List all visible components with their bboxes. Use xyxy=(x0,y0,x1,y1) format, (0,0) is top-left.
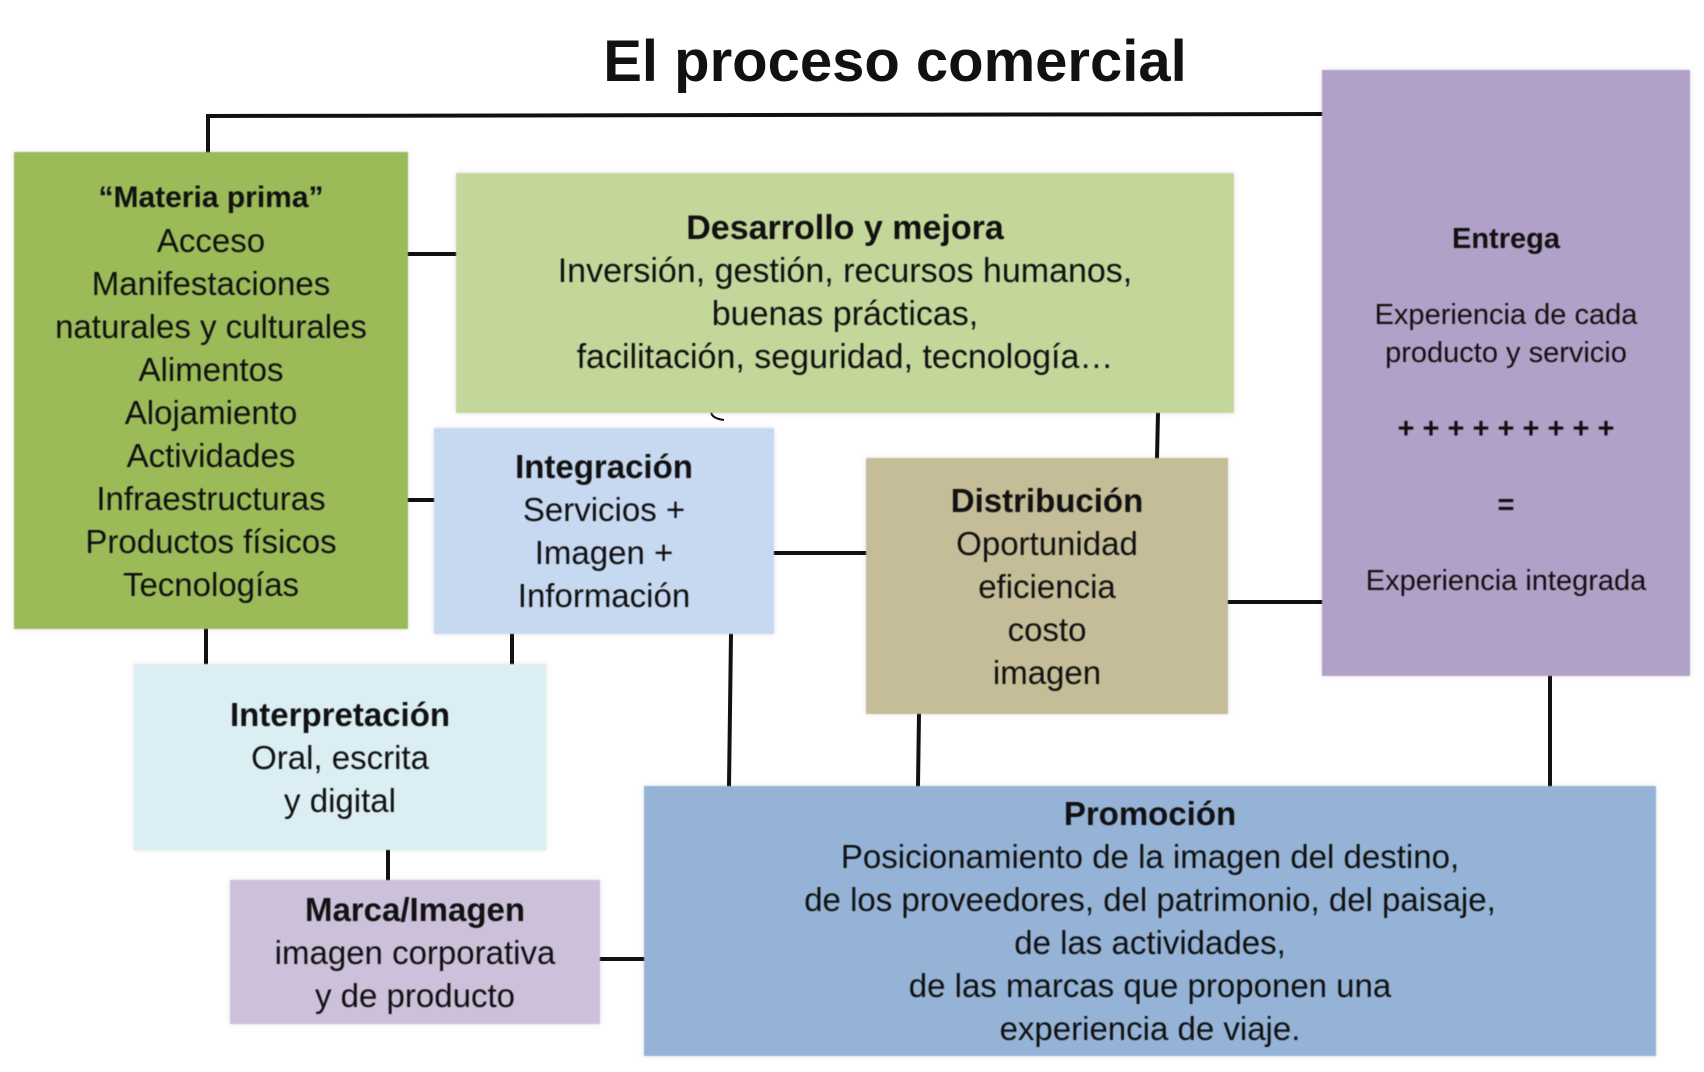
materia-prima-item: Productos físicos xyxy=(85,522,337,560)
desarrollo-text: facilitación, seguridad, tecnología… xyxy=(576,338,1114,376)
promocion-text: Posicionamiento de la imagen del destino… xyxy=(840,838,1460,875)
diagram-title: El proceso comercial xyxy=(603,29,1187,94)
distribucion-text: costo xyxy=(1007,610,1087,648)
materia-prima-item: Acceso xyxy=(156,221,266,259)
marca-heading: Marca/Imagen xyxy=(304,890,526,928)
interpretacion-heading: Interpretación xyxy=(229,695,451,733)
materia-prima-item: Infraestructuras xyxy=(96,479,326,517)
distribucion-text: eficiencia xyxy=(978,567,1116,605)
interpretacion-box: Interpretación Oral, escrita y digital xyxy=(134,664,546,850)
integracion-text: Imagen + xyxy=(534,534,674,571)
marca-imagen-box: Marca/Imagen imagen corporativa y de pro… xyxy=(230,880,600,1024)
integracion-text: Información xyxy=(517,577,691,614)
integracion-box: Integración Servicios + Imagen + Informa… xyxy=(434,428,774,634)
materia-prima-item: Actividades xyxy=(126,436,296,474)
materia-prima-item: Alojamiento xyxy=(124,393,298,431)
materia-prima-item: Alimentos xyxy=(138,350,284,388)
promocion-text: experiencia de viaje. xyxy=(999,1010,1301,1047)
distribucion-text: imagen xyxy=(992,653,1102,691)
distribucion-heading: Distribución xyxy=(950,481,1144,519)
promocion-text: de las marcas que proponen una xyxy=(908,967,1392,1004)
entrega-box: Entrega Experiencia de cada producto y s… xyxy=(1322,70,1690,676)
promocion-box: Promoción Posicionamiento de la imagen d… xyxy=(644,786,1656,1056)
materia-prima-heading: “Materia prima” xyxy=(98,180,324,214)
interpretacion-text: y digital xyxy=(284,781,396,819)
integracion-heading: Integración xyxy=(515,448,693,485)
entrega-heading: Entrega xyxy=(1452,223,1560,255)
materia-prima-item: Tecnologías xyxy=(122,565,300,603)
connector-desarrollo-distribucion xyxy=(1154,410,1161,461)
marca-text: imagen corporativa xyxy=(274,933,556,971)
desarrollo-text: buenas prácticas, xyxy=(711,295,979,333)
marca-text: y de producto xyxy=(315,976,515,1014)
connector-materia-entrega xyxy=(206,111,1325,154)
entrega-plus-row: + + + + + + + + + xyxy=(1397,413,1615,445)
promocion-heading: Promoción xyxy=(1063,795,1237,832)
entrega-result: Experiencia integrada xyxy=(1365,565,1647,597)
integracion-text: Servicios + xyxy=(522,491,686,528)
materia-prima-item: Manifestaciones xyxy=(91,264,331,302)
desarrollo-box: Desarrollo y mejora Inversión, gestión, … xyxy=(456,173,1234,413)
distribucion-box: Distribución Oportunidad eficiencia cost… xyxy=(866,458,1228,714)
materia-prima-box: “Materia prima” Acceso Manifestaciones n… xyxy=(14,152,408,629)
materia-prima-item: naturales y culturales xyxy=(55,307,367,345)
interpretacion-text: Oral, escrita xyxy=(251,738,429,776)
distribucion-text: Oportunidad xyxy=(956,524,1138,562)
entrega-text: Experiencia de cada xyxy=(1374,299,1638,331)
desarrollo-heading: Desarrollo y mejora xyxy=(686,209,1004,247)
entrega-text: producto y servicio xyxy=(1385,337,1627,369)
promocion-text: de las actividades, xyxy=(1014,924,1286,961)
promocion-text: de los proveedores, del patrimonio, del … xyxy=(804,881,1496,918)
desarrollo-text: Inversión, gestión, recursos humanos, xyxy=(557,252,1133,290)
connector-integracion-promocion xyxy=(726,631,734,789)
connector-distribucion-promocion xyxy=(915,711,922,789)
entrega-equals: = xyxy=(1497,489,1515,521)
